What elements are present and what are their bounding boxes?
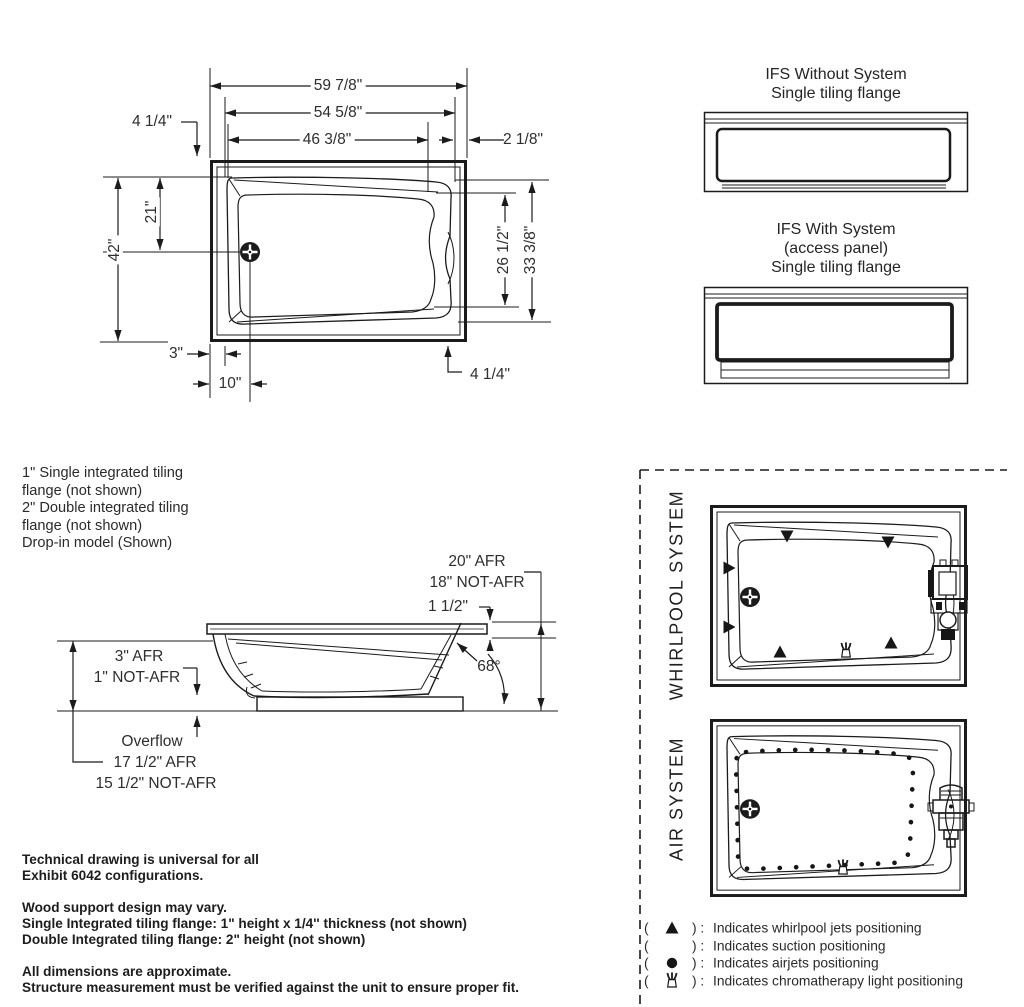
legend-open-paren: ( [644,938,649,954]
footer-note-line: All dimensions are approximate. [22,964,232,979]
chromatherapy-icon [666,971,678,988]
ifs-without-title-line1: IFS Without System [765,66,907,83]
legend-open-paren: ( [644,955,649,971]
legend-item-whirlpool-jets: Indicates whirlpool jets positioning [713,920,922,936]
dim-rim-width: 54 5/8" [310,104,366,122]
whirlpool-jet-icon [773,645,787,658]
footer-note-line: Single Integrated tiling flange: 1" heig… [22,916,467,931]
whirlpool-system-drawing [710,505,968,687]
ifs-without-system-drawing [703,111,969,193]
dim-overall-width: 59 7/8" [310,77,366,95]
dim-backrest-angle: 68° [477,657,501,675]
overflow-label: Overflow [121,732,183,750]
model-note-line: 2" Double integrated tiling [22,500,189,516]
dim-bottom-right-offset: 4 1/4" [470,365,510,383]
legend-icons [664,921,680,988]
footer-note-line: Structure measurement must be verified a… [22,980,520,995]
legend-close-paren: ) : [692,920,705,936]
chromatherapy-icon [840,641,852,658]
whirlpool-jet-icon [780,530,794,543]
model-note-line: Drop-in model (Shown) [22,535,173,551]
airjet-dots [733,747,916,872]
model-note-line: flange (not shown) [22,482,143,499]
dim-base-not-afr: 1" NOT-AFR [93,668,181,686]
air-system-title: AIR SYSTEM [666,736,687,862]
dim-base-afr: 3" AFR [114,647,164,665]
dim-basin-width: 46 3/8" [299,131,355,149]
dim-basin-depth: 26 1/2" [495,222,513,278]
model-note-line: flange (not shown) [22,517,143,534]
chromatherapy-icon [837,858,849,875]
dim-deck-thickness: 1 1/2" [428,597,468,615]
dim-top-right-offset: 2 1/8" [503,130,543,148]
dim-overall-depth: 42" [106,235,124,265]
model-notes: 1" Single integrated tiling flange (not … [22,465,189,553]
ifs-with-system-drawing [703,286,969,385]
footer-note-line: Technical drawing is universal for all [22,852,259,867]
footer-note-line: Double Integrated tiling flange: 2" heig… [22,932,366,947]
pump-assembly [928,559,968,640]
footer-note-line: Exhibit 6042 configurations. [22,868,204,883]
legend-open-paren: ( [644,973,649,989]
airjet-icon [666,957,678,969]
model-note-line: 1" Single integrated tiling [22,465,183,481]
whirlpool-jet-icon [665,921,679,934]
suction-icon [664,938,680,953]
air-system-drawing [710,718,975,898]
ifs-without-title-line2: Single tiling flange [771,85,901,102]
ifs-with-title-line3: Single tiling flange [771,259,901,276]
dim-height-not-afr: 18" NOT-AFR [429,573,525,591]
legend-item-airjets: Indicates airjets positioning [713,955,879,971]
legend-close-paren: ) : [692,955,705,971]
whirlpool-jet-icon [884,636,898,649]
dim-left-edge: 3" [168,344,184,362]
footer-note-line: Wood support design may vary. [22,900,227,915]
suction-icon [855,630,871,645]
legend-close-paren: ) : [692,938,705,954]
systems-panel-border [639,469,1007,1006]
whirlpool-jet-icon [723,620,736,634]
dim-drain-from-left: 10" [218,374,242,392]
ifs-with-title-line2: (access panel) [783,240,889,257]
legend-item-chromatherapy: Indicates chromatherapy light positionin… [713,973,964,989]
legend-item-suction: Indicates suction positioning [713,938,886,954]
dim-rim-depth: 33 3/8" [522,222,540,278]
dim-drain-depth: 21" [143,197,161,227]
blower-assembly [927,784,975,848]
dim-height-afr: 20" AFR [448,552,506,570]
legend-close-paren: ) : [692,973,705,989]
dim-overflow-not-afr: 15 1/2" NOT-AFR [95,774,217,792]
legend-open-paren: ( [644,920,649,936]
whirlpool-system-title: WHIRLPOOL SYSTEM [666,489,687,701]
dim-top-left-offset: 4 1/4" [132,112,172,130]
dim-overflow-afr: 17 1/2" AFR [113,753,197,771]
side-view-drawing [57,571,558,763]
wood-support [256,696,464,712]
whirlpool-jet-icon [881,536,895,549]
ifs-with-title-line1: IFS With System [776,221,896,238]
whirlpool-jet-icon [723,561,736,575]
